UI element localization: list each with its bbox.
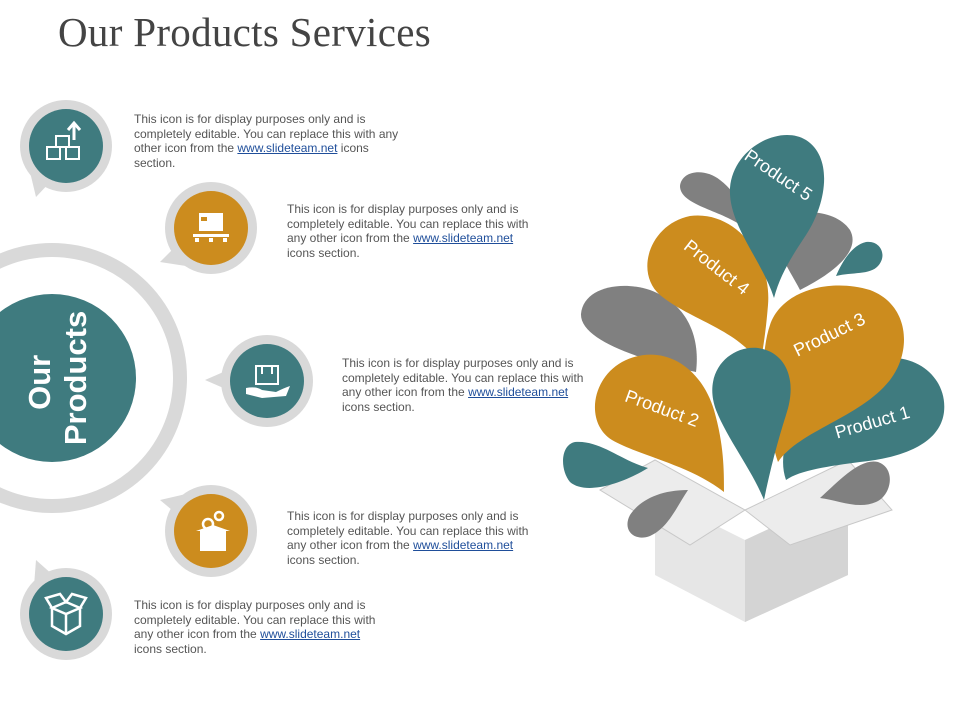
product-3-drop (763, 285, 904, 462)
center-label-line-1: Our (22, 355, 57, 410)
center-circle (0, 294, 136, 462)
icon-bubble-2 (160, 182, 257, 274)
icon-bubble-4 (160, 485, 257, 577)
item-2-link[interactable]: www.slideteam.net (413, 231, 514, 245)
outer-ring (0, 243, 187, 513)
boxes-upload-icon (46, 120, 82, 160)
open-box-icon (44, 592, 88, 636)
product-5-drop (729, 134, 825, 298)
item-5-description: This icon is for display purposes only a… (134, 598, 376, 656)
item-1-link[interactable]: www.slideteam.net (237, 141, 338, 155)
item-1-description: This icon is for display purposes only a… (134, 112, 399, 170)
product-2-drop (594, 354, 724, 492)
item-5-link[interactable]: www.slideteam.net (260, 627, 361, 641)
center-label: Our Products (22, 311, 93, 445)
page-title: Our Products Services (58, 9, 431, 55)
icon-bubble-3 (205, 335, 313, 427)
product-4-drop (647, 215, 769, 365)
item-2-description: This icon is for display purposes only a… (287, 202, 529, 260)
item-4-link[interactable]: www.slideteam.net (413, 538, 514, 552)
box-with-gears-icon (196, 510, 230, 551)
icon-bubble-5 (20, 560, 112, 660)
item-4-description: This icon is for display purposes only a… (287, 509, 529, 567)
product-drops (563, 134, 945, 538)
item-3-link[interactable]: www.slideteam.net (468, 385, 569, 399)
box-on-pallet-icon (193, 213, 229, 242)
icon-bubble-1 (20, 100, 112, 197)
box-in-hand-icon (246, 365, 290, 398)
center-label-line-2: Products (58, 311, 93, 445)
item-3-description: This icon is for display purposes only a… (342, 356, 584, 414)
